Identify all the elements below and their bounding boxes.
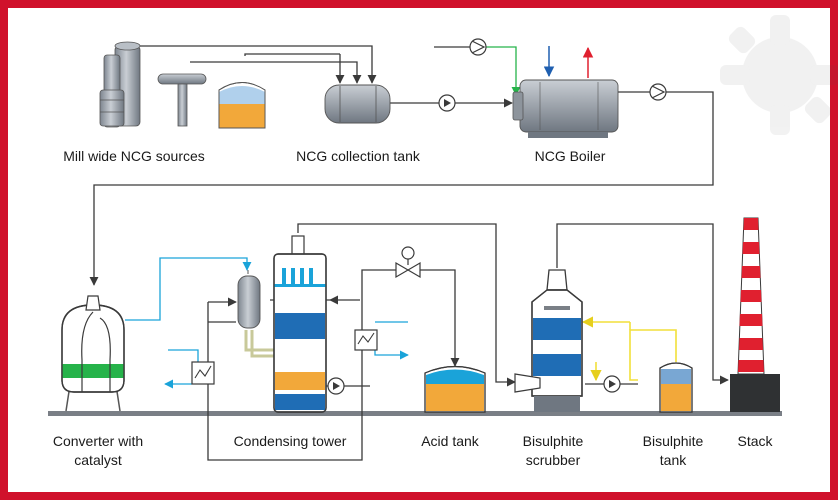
condenser-vessel xyxy=(237,270,274,358)
tower-pump-icon xyxy=(327,377,345,395)
stack xyxy=(730,217,780,412)
air-line-green xyxy=(486,46,521,96)
mill-ncg-sources xyxy=(99,41,266,129)
label-bisulphite-tank-line1: Bisulphite xyxy=(642,433,704,449)
bisulphite-scrubber xyxy=(514,269,583,412)
ncg-collection-tank xyxy=(324,84,391,124)
label-acid-tank: Acid tank xyxy=(421,433,479,449)
label-condensing-tower: Condensing tower xyxy=(233,433,347,449)
bisulphite-tank xyxy=(659,362,693,413)
cooling-water-lines xyxy=(125,257,409,389)
label-scrubber-line2: scrubber xyxy=(525,452,581,468)
heat-exchanger-right xyxy=(354,329,378,351)
acid-tank xyxy=(424,365,486,413)
label-bisulphite-tank-line2: tank xyxy=(659,452,687,468)
label-scrubber-line1: Bisulphite xyxy=(522,433,584,449)
ncg-boiler xyxy=(512,79,619,138)
air-fan-icon xyxy=(469,38,487,56)
label-converter-line2: catalyst xyxy=(74,452,122,468)
label-mill-ncg-sources: Mill wide NCG sources xyxy=(63,148,205,164)
gear-watermark-icon xyxy=(720,15,838,135)
heat-exchanger-left xyxy=(191,361,215,385)
boiler-fan-icon xyxy=(649,83,667,101)
condensing-tower xyxy=(273,235,327,413)
label-ncg-boiler: NCG Boiler xyxy=(534,148,606,164)
bottom-pipes xyxy=(207,223,729,461)
converter-with-catalyst xyxy=(61,295,125,412)
scrubber-pump-icon xyxy=(603,375,621,393)
top-pipes xyxy=(89,45,714,286)
control-valve-icon xyxy=(395,246,421,279)
bisulphite-lines xyxy=(581,316,677,382)
ground-line xyxy=(48,411,782,416)
flow-meter-icon xyxy=(438,94,456,112)
label-ncg-collection-tank: NCG collection tank xyxy=(296,148,420,164)
label-converter-line1: Converter with xyxy=(52,433,144,449)
label-stack: Stack xyxy=(737,433,773,449)
